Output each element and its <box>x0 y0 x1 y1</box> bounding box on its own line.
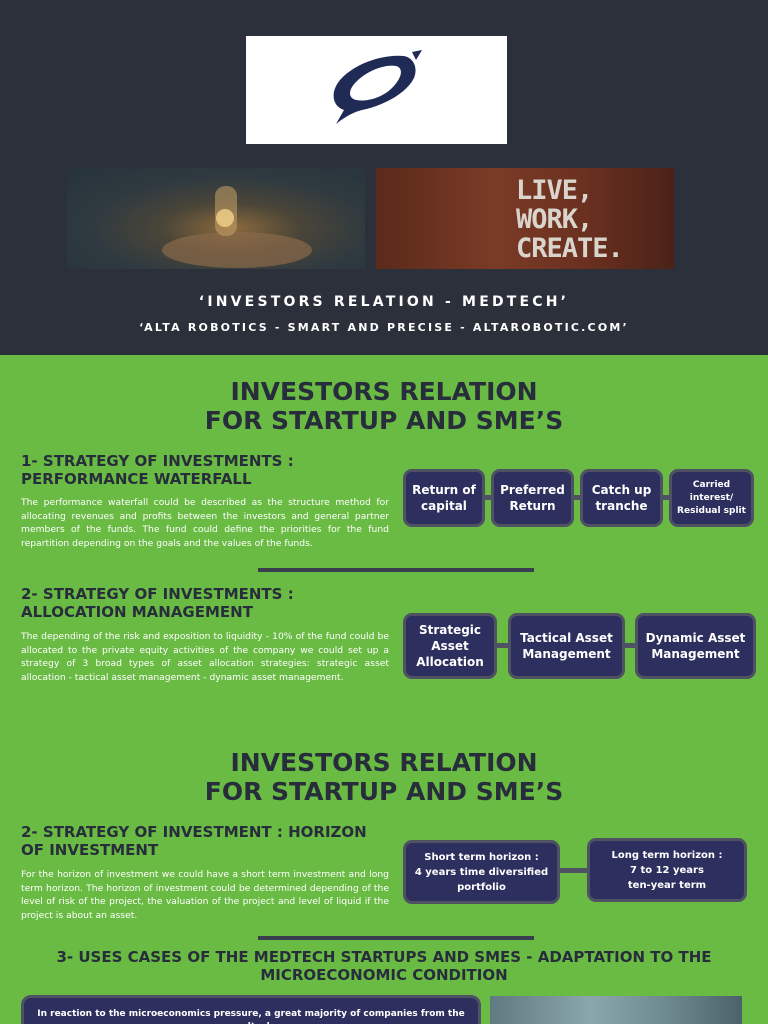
allocation-text: The depending of the risk and exposition… <box>21 631 389 683</box>
usecases-heading: 3- USES CASES OF THE MEDTECH STARTUPS AN… <box>56 948 712 984</box>
divider <box>258 936 534 940</box>
sign-text: LIVE, WORK, CREATE. <box>516 175 624 264</box>
section-title: INVESTORS RELATION FOR STARTUP AND SME’S <box>204 377 564 435</box>
waterfall-heading: 1- STRATEGY OF INVESTMENTS : PERFORMANCE… <box>21 452 294 488</box>
waterfall-text: The performance waterfall could be descr… <box>21 497 389 549</box>
hands-lightbulb-photo <box>67 168 365 269</box>
usecase-text-box: In reaction to the microeconomics pressu… <box>21 995 481 1024</box>
alta-logo-icon <box>333 50 422 125</box>
section-title: INVESTORS RELATION FOR STARTUP AND SME’S <box>204 748 564 806</box>
header-title: ‘INVESTORS RELATION - MEDTECH’ <box>198 294 570 310</box>
horizon-heading: 2- STRATEGY OF INVESTMENT : HORIZON OF I… <box>21 823 367 859</box>
header-banner: LIVE, WORK, CREATE. ‘INVESTORS RELATION … <box>0 0 768 355</box>
divider <box>258 568 534 572</box>
medical-team-photo <box>490 996 742 1024</box>
horizon-text: For the horizon of investment we could h… <box>21 869 389 921</box>
node-short-term-horizon: Short term horizon :4 years time diversi… <box>403 840 560 904</box>
logo <box>246 36 507 144</box>
header-subtitle: ‘ALTA ROBOTICS - SMART AND PRECISE - ALT… <box>139 321 629 334</box>
horizon-connector <box>555 868 595 873</box>
live-work-create-photo: LIVE, WORK, CREATE. <box>376 168 674 269</box>
allocation-heading: 2- STRATEGY OF INVESTMENTS : ALLOCATION … <box>21 585 294 621</box>
